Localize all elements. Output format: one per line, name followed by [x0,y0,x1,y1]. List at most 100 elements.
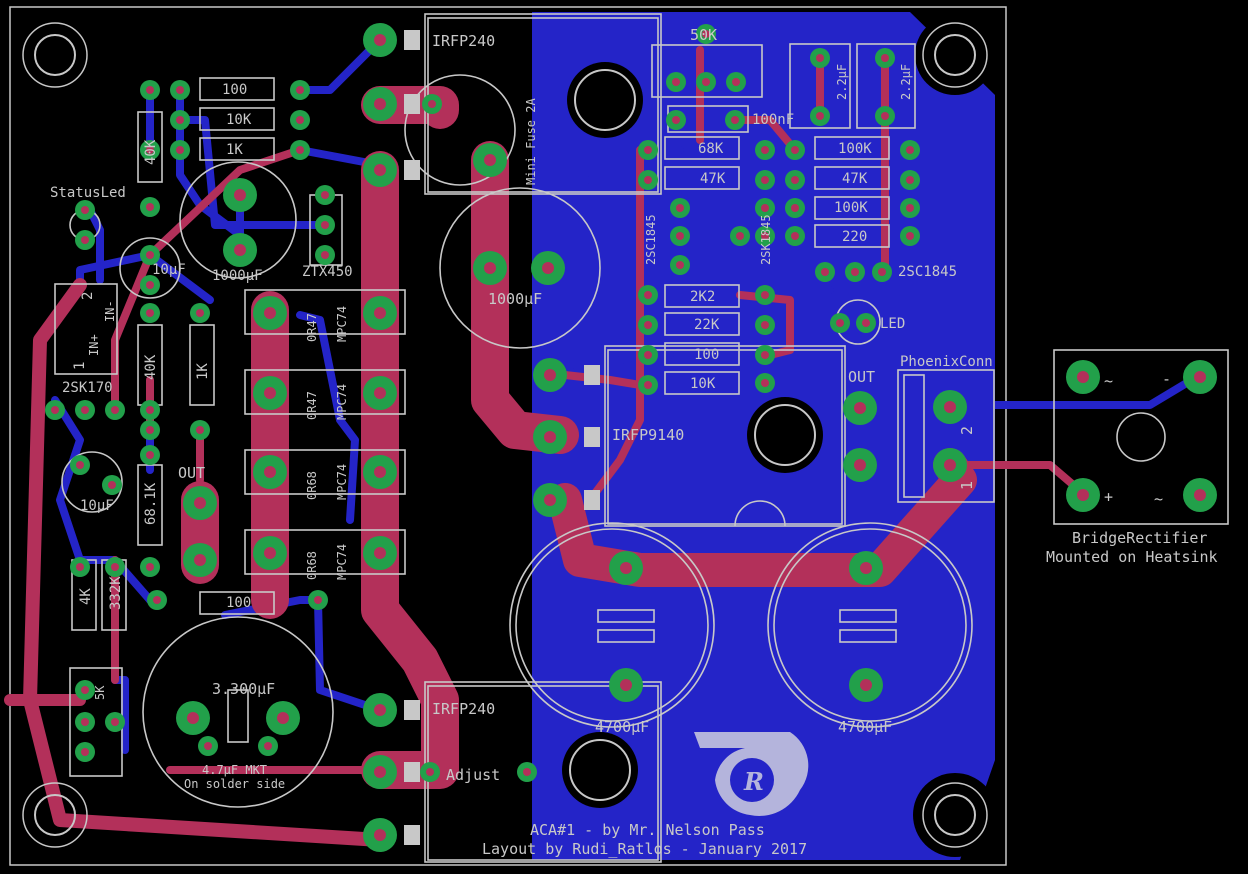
in-pin-2: 2 [80,292,96,300]
r047-a-label: 0R47 [305,313,319,342]
pad-hole [296,146,304,154]
pad-hole [644,291,652,299]
pad-hole [878,268,886,276]
pad-hole [196,309,204,317]
cap-100nf-label: 100nF [752,112,794,128]
cap-1000-a-label: 1000µF [212,268,263,284]
pad-hole [264,387,276,399]
cap-22-b-label: 2.2µF [899,64,913,100]
pad-hole [836,319,844,327]
pad-hole [296,86,304,94]
pad-hole [204,742,212,750]
pad-hole [791,232,799,240]
transistor-tab [404,160,420,180]
irfp9140-label: IRFP9140 [612,426,684,444]
pad-hole [374,98,386,110]
transistor-tab [584,427,600,447]
r10k-mid-label: 10K [690,376,716,392]
board-title-line1: ACA#1 - by Mr. Nelson Pass [530,821,765,839]
rectifier-mount-note: Mounted on Heatsink [1046,548,1218,566]
pad-hole [194,497,206,509]
pad-hole [862,319,870,327]
jfet-label: 2SK170 [62,380,113,396]
fuse-label: Mini Fuse 2A [524,98,538,185]
cap-4700-b-label: 4700µF [838,718,892,736]
pad-hole [374,766,386,778]
pad-hole [702,30,710,38]
pad-hole [644,146,652,154]
pad-hole [761,232,769,240]
pads [45,23,1217,852]
r100-top-label: 100 [222,82,247,98]
pad-hole [854,402,866,414]
pad-hole [146,406,154,414]
pad-hole [374,704,386,716]
pad-hole [321,221,329,229]
labels: IRFP240 IRFP240 IRFP9140 Mini Fuse 2A 50… [50,26,1218,858]
r68k-label: 68K [698,141,724,157]
pad-hole [374,307,386,319]
pad-hole [761,204,769,212]
pad-hole [277,712,289,724]
pad-hole [146,309,154,317]
transistor-tab [404,825,420,845]
transistor-tab [584,365,600,385]
pad-hole [314,596,322,604]
mpc-b-label: MPC74 [335,384,349,420]
pad-hole [484,262,496,274]
out-right-label: OUT [848,368,875,386]
pad-hole [81,686,89,694]
pad-hole [111,563,119,571]
cap-10uf-b-label: 10µF [80,498,114,514]
pad-hole [146,251,154,259]
pad-hole [81,406,89,414]
rectifier-ac1: ~ [1104,372,1113,390]
pad-hole [791,204,799,212]
pad-hole [428,100,436,108]
pad-hole [672,116,680,124]
adjust-label: Adjust [446,766,500,784]
pad-hole [854,459,866,471]
pad-hole [644,321,652,329]
mkt-note-2: On solder side [184,777,285,791]
mounting-holes [22,15,997,857]
pad-hole [374,466,386,478]
pad-hole [523,768,531,776]
mpc-c-label: MPC74 [335,464,349,500]
cap-22-a-label: 2.2µF [835,64,849,100]
pad-hole [702,78,710,86]
r40k-label: 40K [143,139,159,165]
r40k-b-label: 40K [143,354,159,380]
rectifier-plus: + [1104,488,1113,506]
pad-hole [736,232,744,240]
pad-hole [146,426,154,434]
pad-hole [1077,371,1089,383]
board-outline [9,6,1007,866]
cap-10uf-a-label: 10µF [152,262,186,278]
pad-hole [374,164,386,176]
pad-hole [51,406,59,414]
pot-5k-label: 5K [93,685,107,700]
pad-hole [544,369,556,381]
pad-hole [791,146,799,154]
pad-hole [108,481,116,489]
pad-hole [264,547,276,559]
pad-hole [851,268,859,276]
pad-hole [264,742,272,750]
pad-hole [146,281,154,289]
ztx-label: ZTX450 [302,264,353,280]
transistor-tab [404,762,420,782]
pad-hole [821,268,829,276]
mpc-a-label: MPC74 [335,306,349,342]
pad-hole [234,244,246,256]
pad-hole [672,78,680,86]
pad-hole [676,204,684,212]
r100k-a-label: 100K [838,141,872,157]
pad-hole [761,146,769,154]
pad-hole [76,563,84,571]
q-2sc1845-b-label: 2SC1845 [898,264,957,280]
rectifier-name: BridgeRectifier [1072,529,1207,547]
mpc-d-label: MPC74 [335,544,349,580]
pad-hole [81,718,89,726]
pad-hole [296,116,304,124]
